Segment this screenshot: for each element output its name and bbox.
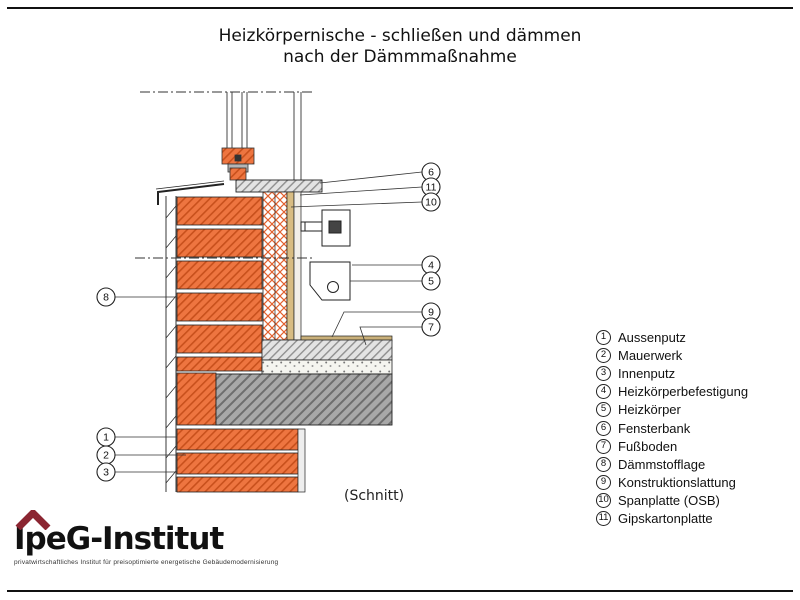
- ipeg-logo: IpeG-Institut privatwirtschaftliches Ins…: [14, 505, 278, 566]
- legend-number-badge: 1: [596, 329, 611, 345]
- callout-number: 5: [428, 276, 434, 288]
- legend-number-badge: 10: [596, 493, 611, 509]
- legend-number-badge: 7: [596, 438, 611, 454]
- callout-number: 10: [425, 197, 437, 209]
- legend-label: Fensterbank: [618, 420, 691, 436]
- legend-label: Heizkörperbefestigung: [618, 384, 749, 400]
- legend-item: 8 Dämmstofflage: [596, 455, 748, 473]
- window-frame: [221, 147, 255, 181]
- legend-number-badge: 8: [596, 456, 611, 472]
- radiator-bracket-upper: [300, 209, 351, 247]
- callout-number: 9: [428, 307, 434, 319]
- window-sill: [155, 179, 323, 205]
- radiator-bracket-lower: [309, 261, 351, 301]
- masonry-wall: [176, 196, 299, 493]
- legend-item: 4 Heizkörperbefestigung: [596, 383, 748, 401]
- drawing-caption: (Schnitt): [344, 488, 405, 504]
- window-section: [140, 91, 312, 180]
- legend-label: Dämmstofflage: [618, 456, 706, 472]
- legend-label: Aussenputz: [618, 329, 686, 345]
- concrete-slab: [215, 373, 393, 426]
- callout-number: 7: [428, 322, 434, 334]
- callout-number: 8: [103, 292, 109, 304]
- legend-number-badge: 6: [596, 420, 611, 436]
- legend-label: Mauerwerk: [618, 347, 683, 363]
- floor-assembly: [261, 335, 393, 375]
- legend-number-badge: 11: [596, 511, 611, 527]
- inner-plaster-layer: [297, 428, 306, 493]
- logo-roof-icon: [15, 510, 51, 530]
- legend-label: Fußboden: [618, 438, 678, 454]
- frame-top-rule: [7, 7, 793, 9]
- callout-number: 11: [426, 182, 437, 194]
- callout-number: 1: [103, 432, 109, 444]
- gypsum-board: [293, 191, 302, 341]
- legend-item: 5 Heizkörper: [596, 401, 748, 419]
- osb-board: [286, 191, 295, 341]
- legend-item: 3 Innenputz: [596, 364, 748, 382]
- legend-label: Heizkörper: [618, 402, 681, 418]
- callout-number: 2: [103, 450, 109, 462]
- niche-insulation: [262, 191, 288, 341]
- callout-number: 6: [428, 167, 434, 179]
- callouts-left: 8 1 2 3: [96, 287, 186, 482]
- legend-number-badge: 9: [596, 475, 611, 491]
- legend-number-badge: 2: [596, 347, 611, 363]
- callout-number: 4: [428, 260, 434, 272]
- legend-label: Spanplatte (OSB): [618, 493, 720, 509]
- legend-item: 9 Konstruktionslattung: [596, 474, 748, 492]
- legend-label: Innenputz: [618, 365, 676, 381]
- legend-item: 7 Fußboden: [596, 437, 748, 455]
- legend-number-badge: 5: [596, 402, 611, 418]
- legend-item: 2 Mauerwerk: [596, 346, 748, 364]
- legend: 1 Aussenputz 2 Mauerwerk 3 Innenputz 4 H…: [596, 328, 748, 528]
- legend-label: Konstruktionslattung: [618, 475, 736, 491]
- logo-tagline: privatwirtschaftliches Institut für prei…: [14, 559, 279, 566]
- legend-item: 1 Aussenputz: [596, 328, 748, 346]
- callouts-right: 6 11 10 4 5 9 7: [290, 162, 441, 346]
- callout-number: 3: [103, 467, 109, 479]
- legend-number-badge: 3: [596, 365, 611, 381]
- title-line-1: Heizkörpernische - schließen und dämmen: [218, 26, 582, 46]
- logo-text: IpeG-Institut: [14, 521, 224, 557]
- legend-item: 10 Spanplatte (OSB): [596, 492, 748, 510]
- legend-item: 6 Fensterbank: [596, 419, 748, 437]
- legend-label: Gipskartonplatte: [618, 511, 713, 527]
- legend-item: 11 Gipskartonplatte: [596, 510, 748, 528]
- title-line-2: nach der Dämmmaßnahme: [283, 47, 517, 67]
- page-title: Heizkörpernische - schließen und dämmen …: [0, 26, 800, 68]
- frame-bottom-rule: [7, 590, 793, 592]
- outer-plaster-layer: [165, 196, 177, 492]
- legend-number-badge: 4: [596, 384, 611, 400]
